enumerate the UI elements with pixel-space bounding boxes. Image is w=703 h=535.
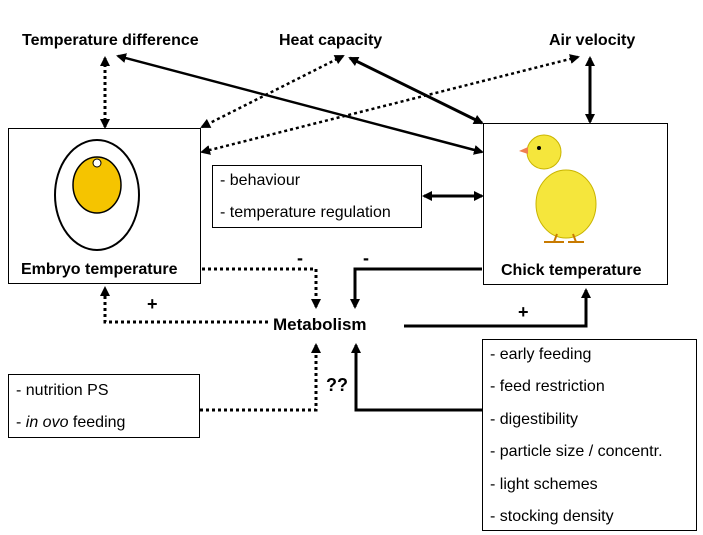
egg-icon: [54, 139, 140, 251]
arrow-metabolism-embryo: [100, 286, 268, 324]
chick-box: Chick temperature: [483, 123, 668, 285]
chick-beak: [519, 147, 528, 154]
sign-metabolism-chick: +: [518, 302, 529, 322]
in-ovo-prefix: -: [16, 414, 26, 431]
embryo-box: Embryo temperature: [8, 128, 201, 284]
stocking-density-item: - stocking density: [490, 508, 614, 525]
arrow-nutrition-metabolism: [200, 343, 321, 412]
chick-icon: [519, 134, 597, 243]
arrow-chick-metabolism: [350, 267, 482, 309]
nutrition-ps-item: - nutrition PS: [16, 382, 109, 399]
in-ovo-suffix: feeding: [68, 414, 126, 431]
temperature-regulation-item: - temperature regulation: [220, 204, 391, 221]
early-feeding-item: - early feeding: [490, 346, 592, 363]
feed-restriction-item: - feed restriction: [490, 378, 605, 395]
embryo-temperature-label: Embryo temperature: [21, 261, 178, 278]
sign-embryo-metabolism: -: [297, 248, 303, 268]
particle-size-item: - particle size / concentr.: [490, 443, 663, 460]
behaviour-item: - behaviour: [220, 172, 301, 189]
nutrition-box: - nutrition PS - in ovo feeding: [8, 374, 200, 438]
chick-temperature-label: Chick temperature: [501, 262, 642, 279]
chick-leg-right: [572, 233, 577, 243]
chick-body: [535, 169, 597, 239]
arrow-heatcap-embryo: [200, 54, 345, 129]
temperature-difference-label: Temperature difference: [22, 32, 199, 49]
sign-chick-metabolism: -: [363, 248, 369, 268]
air-velocity-label: Air velocity: [549, 32, 636, 49]
embryo-dot: [92, 158, 102, 168]
heat-capacity-label: Heat capacity: [279, 32, 383, 49]
chick-leg-left: [553, 233, 558, 243]
arrow-metabolism-chick: [404, 288, 591, 328]
arrow-airvel-embryo: [200, 54, 580, 155]
metabolism-label: Metabolism: [273, 315, 367, 334]
light-schemes-item: - light schemes: [490, 476, 598, 493]
sign-nutrition-metabolism: ??: [326, 375, 348, 395]
chick-eye: [537, 146, 541, 150]
in-ovo-italic: in ovo: [25, 414, 69, 431]
arrow-embryo-metabolism: [202, 267, 321, 309]
feeding-box: - early feeding - feed restriction - dig…: [482, 339, 697, 531]
arrow-feeding-metabolism: [351, 343, 482, 412]
behaviour-box: - behaviour - temperature regulation: [212, 165, 422, 228]
egg-yolk: [72, 156, 122, 214]
chick-head: [526, 134, 562, 170]
sign-metabolism-embryo: +: [147, 294, 158, 314]
in-ovo-feeding-item: - in ovo feeding: [16, 414, 125, 432]
digestibility-item: - digestibility: [490, 411, 579, 428]
arrow-heatcap-chick: [348, 56, 484, 125]
